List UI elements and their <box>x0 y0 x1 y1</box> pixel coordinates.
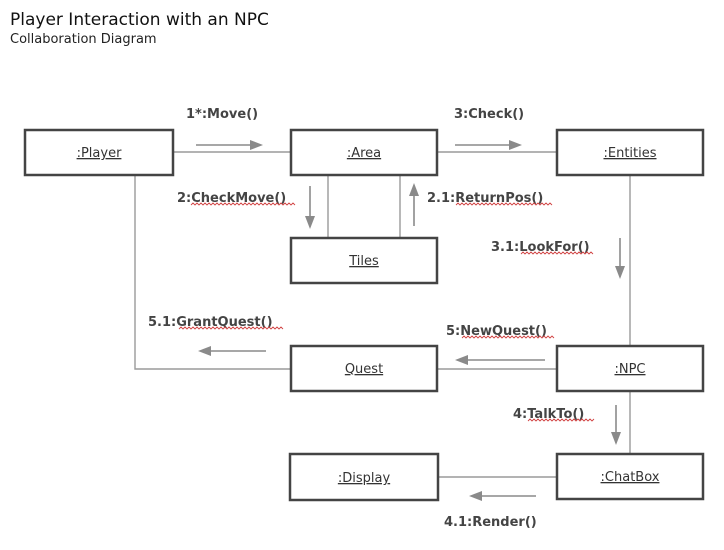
display-object: :Display <box>288 452 440 502</box>
spellcheck-underlines <box>178 202 595 422</box>
arrow-check-move <box>305 186 315 229</box>
message-return-pos: 2.1:ReturnPos() <box>427 191 543 206</box>
area-label: :Area <box>347 146 381 161</box>
tiles-object: Tiles <box>289 236 439 285</box>
quest-label: Quest <box>345 362 383 377</box>
area-object: :Area <box>289 128 439 177</box>
message-check: 3:Check() <box>454 107 524 122</box>
entities-object: :Entities <box>555 128 705 177</box>
display-label: :Display <box>338 471 391 486</box>
message-check-move: 2:CheckMove() <box>177 191 286 206</box>
message-look-for: 3.1:LookFor() <box>491 240 590 255</box>
player-label: :Player <box>77 146 122 161</box>
arrow-new-quest <box>455 355 545 365</box>
chatbox-label: :ChatBox <box>601 470 660 485</box>
entities-label: :Entities <box>603 146 656 161</box>
arrow-grant-quest <box>198 346 266 356</box>
arrow-check <box>455 140 522 150</box>
link-player-quest <box>134 175 291 370</box>
tiles-label: Tiles <box>348 254 379 269</box>
arrow-render <box>469 491 536 501</box>
message-talk-to: 4:TalkTo() <box>513 407 584 422</box>
player-object: :Player <box>23 128 175 177</box>
chatbox-object: :ChatBox <box>555 452 705 501</box>
npc-label: :NPC <box>614 362 645 377</box>
arrow-talk-to <box>611 405 621 445</box>
diagram-subtitle: Collaboration Diagram <box>10 32 157 47</box>
message-new-quest: 5:NewQuest() <box>446 324 547 339</box>
message-render: 4.1:Render() <box>444 515 537 530</box>
arrow-look-for <box>615 238 625 279</box>
connector-lines <box>134 151 631 478</box>
arrow-move <box>196 140 263 150</box>
arrow-return-pos <box>409 183 419 226</box>
message-move: 1*:Move() <box>186 107 258 122</box>
npc-object: :NPC <box>555 344 705 393</box>
diagram-title: Player Interaction with an NPC <box>10 10 269 30</box>
message-grant-quest: 5.1:GrantQuest() <box>148 315 273 330</box>
quest-object: Quest <box>289 344 439 393</box>
